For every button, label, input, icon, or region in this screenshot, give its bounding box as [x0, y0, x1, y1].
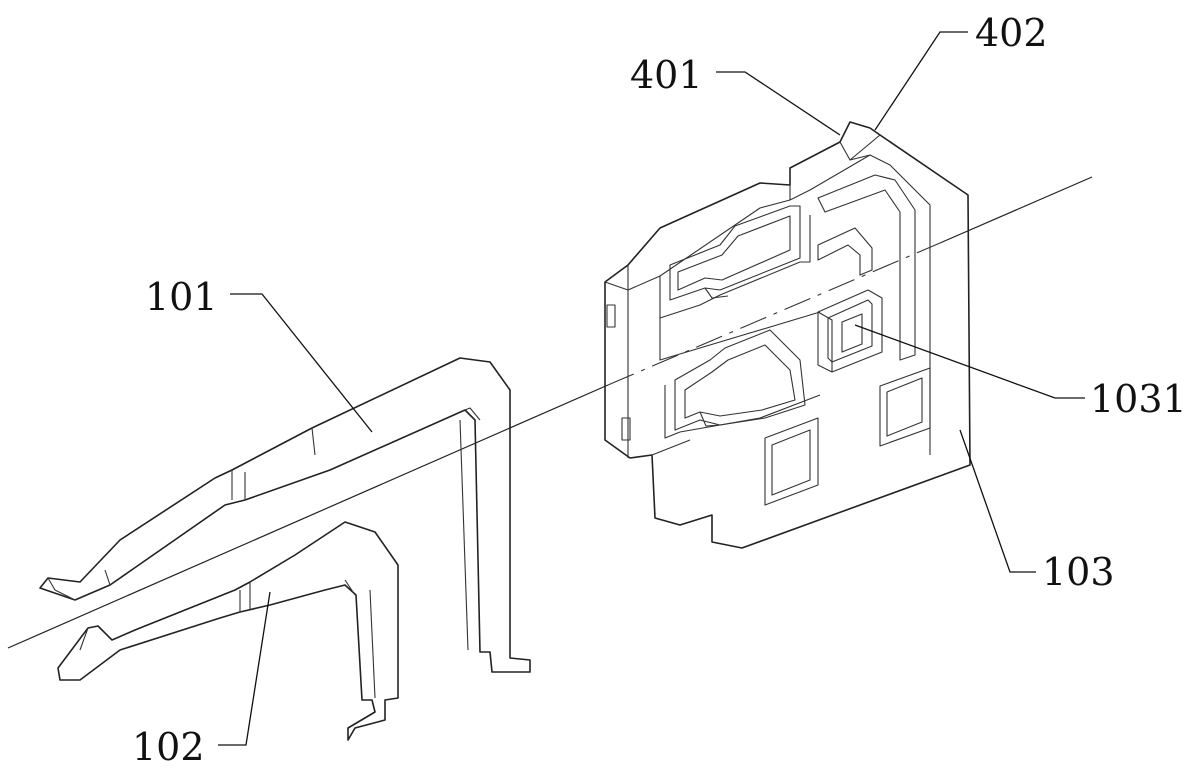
- label-402: 402: [975, 11, 1048, 55]
- square-post-1031: [817, 289, 883, 373]
- upper-cavity: [669, 205, 801, 301]
- assembly-axis: [7, 176, 1093, 649]
- upper-right-cavity: [817, 174, 916, 361]
- leader-402: [874, 31, 968, 131]
- reference-numerals: 101 102 103 1031 401 402: [132, 11, 1187, 769]
- leader-102: [218, 591, 271, 746]
- lug-upper: [606, 304, 616, 328]
- label-1031: 1031: [1090, 377, 1187, 421]
- terminal-101: [39, 357, 531, 673]
- lower-cavity: [674, 329, 806, 431]
- leader-101: [230, 293, 373, 433]
- housing-103: [604, 121, 971, 549]
- leader-103: [959, 429, 1036, 573]
- leader-401: [716, 71, 841, 136]
- lug-lower: [621, 417, 631, 441]
- label-401: 401: [630, 53, 703, 97]
- leader-1031: [854, 324, 1085, 399]
- label-102: 102: [132, 725, 205, 769]
- rear-windows: [764, 367, 931, 506]
- terminal-102: [57, 521, 399, 741]
- label-101: 101: [145, 275, 218, 319]
- leader-lines: [218, 31, 1085, 746]
- label-103: 103: [1042, 550, 1115, 594]
